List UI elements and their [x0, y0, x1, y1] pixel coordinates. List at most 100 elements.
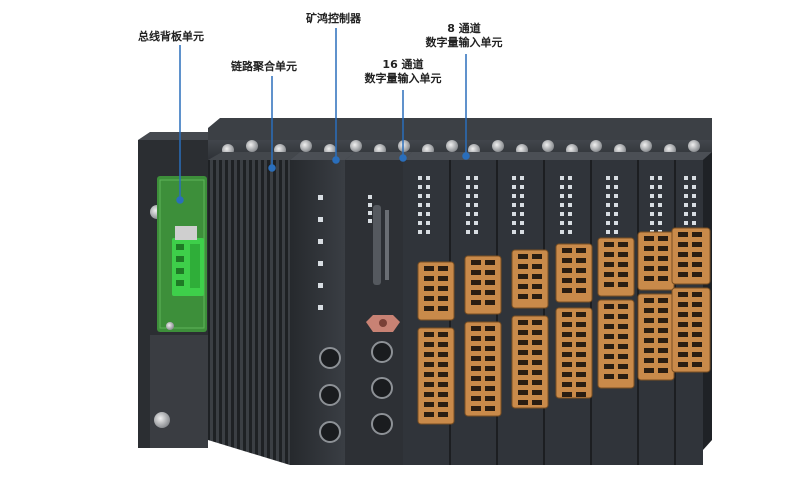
terminal-slot: [692, 292, 702, 297]
terminal-slot: [678, 312, 688, 317]
led-indicator: [368, 195, 372, 199]
led-indicator: [650, 176, 654, 180]
led-indicator: [568, 176, 572, 180]
led-indicator: [568, 212, 572, 216]
led-indicator: [466, 194, 470, 198]
led-indicator: [520, 176, 524, 180]
led-indicator: [560, 212, 564, 216]
terminal-slot: [644, 358, 654, 363]
terminal-slot: [604, 304, 614, 309]
terminal-slot: [618, 252, 628, 257]
terminal-slot: [485, 260, 495, 265]
led-indicator: [568, 230, 572, 234]
terminal-slot: [424, 412, 434, 417]
terminal-slot: [618, 314, 628, 319]
terminal-slot: [644, 328, 654, 333]
terminal-slot: [618, 282, 628, 287]
terminal-slot: [438, 412, 448, 417]
terminal-slot: [485, 346, 495, 351]
terminal-slot: [562, 278, 572, 283]
led-indicator: [426, 194, 430, 198]
led-indicator: [650, 203, 654, 207]
terminal-slot: [576, 362, 586, 367]
led-indicator: [560, 230, 564, 234]
terminal-slot: [604, 272, 614, 277]
led-indicator: [426, 221, 430, 225]
led-indicator: [614, 194, 618, 198]
terminal-slot: [678, 262, 688, 267]
terminal-slot: [618, 374, 628, 379]
terminal-slot: [562, 392, 572, 397]
terminal-slot: [471, 300, 481, 305]
terminal-slot: [658, 328, 668, 333]
terminal-slot: [562, 382, 572, 387]
led-indicator: [512, 212, 516, 216]
terminal-slot: [644, 266, 654, 271]
led-indicator: [474, 212, 478, 216]
terminal-slot: [678, 352, 688, 357]
label-di8-line1: 8 通道: [447, 22, 481, 35]
led-indicator: [466, 212, 470, 216]
screw-icon: [446, 140, 458, 152]
led-indicator: [560, 203, 564, 207]
led-indicator: [606, 185, 610, 189]
terminal-slot: [692, 252, 702, 257]
terminal-slot: [532, 264, 542, 269]
led-indicator: [560, 176, 564, 180]
terminal-slot: [658, 276, 668, 281]
terminal-slot: [424, 352, 434, 357]
terminal-slot: [692, 242, 702, 247]
led-indicator: [466, 185, 470, 189]
terminal-slot: [576, 258, 586, 263]
led-indicator: [318, 195, 323, 200]
terminal-slot: [618, 262, 628, 267]
led-indicator: [614, 230, 618, 234]
terminal-slot: [576, 268, 586, 273]
terminal-slot: [692, 272, 702, 277]
led-indicator: [512, 230, 516, 234]
label-controller: 矿鸿控制器: [306, 12, 361, 25]
terminal-slot: [438, 372, 448, 377]
terminal-slot: [485, 386, 495, 391]
terminal-slot: [471, 260, 481, 265]
terminal-slot: [518, 254, 528, 259]
led-indicator: [658, 203, 662, 207]
led-indicator: [466, 176, 470, 180]
led-indicator: [606, 176, 610, 180]
terminal-slot: [532, 284, 542, 289]
link-aggregation-unit: [208, 152, 355, 465]
led-indicator: [658, 212, 662, 216]
terminal-slot: [485, 326, 495, 331]
led-indicator: [474, 221, 478, 225]
terminal-slot: [485, 376, 495, 381]
terminal-slot: [562, 268, 572, 273]
terminal-slot: [604, 314, 614, 319]
terminal-slot: [438, 402, 448, 407]
led-indicator: [614, 185, 618, 189]
terminal-slot: [424, 372, 434, 377]
terminal-slot: [485, 270, 495, 275]
led-indicator: [512, 203, 516, 207]
led-indicator: [318, 217, 323, 222]
terminal-slot: [658, 318, 668, 323]
terminal-slot: [562, 372, 572, 377]
led-indicator: [418, 230, 422, 234]
terminal-slot: [644, 276, 654, 281]
led-indicator: [318, 239, 323, 244]
led-indicator: [692, 185, 696, 189]
terminal-slot: [424, 296, 434, 301]
terminal-slot: [576, 392, 586, 397]
led-indicator: [658, 185, 662, 189]
terminal-slot: [438, 352, 448, 357]
terminal-slot: [658, 246, 668, 251]
led-indicator: [606, 194, 610, 198]
terminal-slot: [604, 252, 614, 257]
led-indicator: [606, 212, 610, 216]
terminal-slot: [471, 376, 481, 381]
led-indicator: [520, 230, 524, 234]
round-connectors: [319, 341, 393, 443]
screw-icon: [590, 140, 602, 152]
led-indicator: [512, 176, 516, 180]
terminal-slot: [644, 348, 654, 353]
